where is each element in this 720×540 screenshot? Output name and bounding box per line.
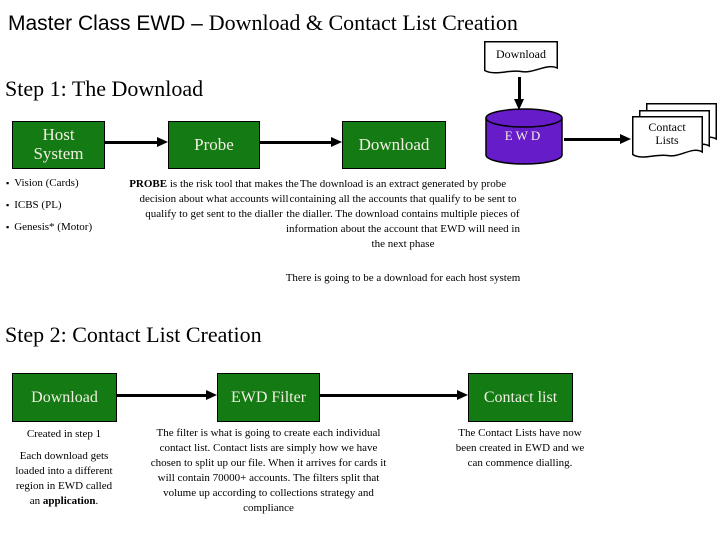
step1-note-text: There is going to be a download for each… [285, 272, 521, 284]
contact-lists-label: Contact Lists [648, 120, 686, 147]
download-document-label: Download [496, 47, 546, 61]
host-system-label: Host System [33, 125, 84, 163]
arrow-line [259, 141, 333, 144]
ewd-filter-description-text: The filter is what is going to create ea… [150, 427, 387, 514]
step1-heading: Step 1: The Download [5, 76, 204, 101]
ewd-database-cylinder[interactable]: EWD [485, 108, 563, 165]
arrow-head-icon [331, 137, 342, 147]
ewd-filter-description: The filter is what is going to create ea… [146, 426, 391, 516]
probe-description-bold: PROBE [129, 178, 168, 190]
bullet-label: ICBS (PL) [14, 199, 62, 211]
step2-download-desc-bold: application [42, 495, 96, 507]
ewd-filter-label: EWD Filter [230, 388, 307, 406]
list-item: ▪ Vision (Cards) [6, 177, 156, 190]
step2-download-description: Created in step 1 Each download gets loa… [10, 427, 118, 509]
contact-list-description-text: The Contact Lists have now been created … [455, 427, 585, 469]
step2-download-box[interactable]: Download [12, 373, 117, 422]
probe-label: Probe [194, 134, 234, 154]
download-description-text: The download is an extract generated by … [286, 178, 520, 250]
host-system-box[interactable]: Host System [12, 121, 105, 169]
contact-lists-sheet-front[interactable]: Contact Lists [632, 116, 703, 161]
arrow-line [319, 394, 459, 397]
document-icon [484, 41, 558, 74]
slide-title: Master Class EWD – Download & Contact Li… [8, 10, 518, 36]
arrow-line [564, 138, 622, 141]
step1-download-box[interactable]: Download [342, 121, 446, 169]
title-suffix: Download & Contact List Creation [208, 10, 518, 35]
list-item: ▪ Genesis* (Motor) [6, 221, 156, 234]
bullet-icon: ▪ [6, 200, 10, 210]
arrow-line [104, 141, 159, 144]
download-description: The download is an extract generated by … [284, 177, 522, 252]
host-system-bullet-list: ▪ Vision (Cards) ▪ ICBS (PL) ▪ Genesis* … [6, 177, 156, 243]
ewd-label: EWD [504, 128, 544, 143]
step2-download-desc-end: . [95, 495, 99, 507]
ewd-filter-box[interactable]: EWD Filter [217, 373, 320, 422]
bullet-icon: ▪ [6, 178, 10, 188]
step1-note: There is going to be a download for each… [284, 271, 522, 286]
arrow-head-icon [457, 390, 468, 400]
arrow-head-icon [620, 134, 631, 144]
arrow-head-icon [514, 99, 524, 110]
arrow-line [116, 394, 208, 397]
step2-download-label: Download [31, 388, 98, 406]
step2-heading: Step 2: Contact List Creation [5, 322, 262, 347]
bullet-label: Vision (Cards) [14, 177, 79, 189]
title-prefix: Master Class EWD – [8, 12, 209, 35]
list-item: ▪ ICBS (PL) [6, 199, 156, 212]
probe-description: PROBE is the risk tool that makes the de… [128, 177, 300, 222]
step2-download-desc-text: Each download gets loaded into a differe… [15, 450, 113, 507]
database-icon [485, 108, 563, 165]
document-icon [632, 116, 703, 158]
bullet-icon: ▪ [6, 222, 10, 232]
step2-download-desc-line1: Created in step 1 [26, 428, 102, 440]
step1-download-label: Download [358, 134, 430, 154]
arrow-head-icon [157, 137, 168, 147]
contact-list-description: The Contact Lists have now been created … [450, 426, 590, 471]
probe-box[interactable]: Probe [168, 121, 260, 169]
contact-list-box[interactable]: Contact list [468, 373, 573, 422]
bullet-label: Genesis* (Motor) [14, 221, 93, 233]
arrow-line [518, 77, 521, 101]
contact-list-label: Contact list [483, 388, 558, 406]
arrow-head-icon [206, 390, 217, 400]
download-document-shape[interactable]: Download [484, 41, 558, 79]
probe-description-text: is the risk tool that makes the decision… [139, 178, 299, 220]
